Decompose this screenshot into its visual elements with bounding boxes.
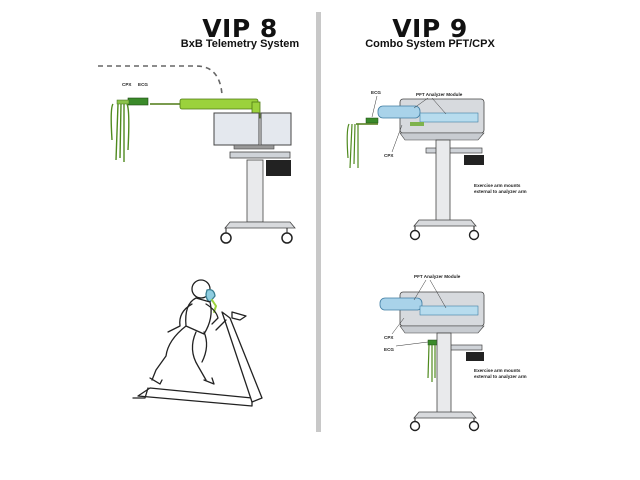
cart-base xyxy=(224,221,296,229)
runner-legs xyxy=(151,325,187,381)
treadmill-deck xyxy=(137,387,253,407)
label-pft-analyzer-module: PFT Analyzer Module xyxy=(414,274,461,279)
wheel xyxy=(220,232,232,244)
label-cpx: CPX xyxy=(384,153,394,158)
cart-base xyxy=(413,411,477,419)
wheel xyxy=(468,420,480,432)
wheel xyxy=(281,232,293,244)
monitor-left xyxy=(213,112,260,146)
label-cpx: CPX xyxy=(384,335,394,340)
keyboard-shelf xyxy=(229,151,291,159)
telemetry-dashed-cable xyxy=(98,65,223,96)
treadmill-upright xyxy=(221,311,263,403)
vip8-subtitle: BxB Telemetry System xyxy=(180,38,300,50)
center-divider xyxy=(316,12,321,432)
breathing-mask xyxy=(205,288,216,303)
vip9-cart-top xyxy=(346,95,485,241)
runner-torso xyxy=(185,297,212,335)
label-pft-analyzer-module: PFT Analyzer Module xyxy=(416,92,463,97)
note-exercise-arm: Exercise arm mounts external to analyzer… xyxy=(474,368,527,379)
cart-column xyxy=(246,159,264,223)
ecg-module xyxy=(127,97,149,106)
ecg-module xyxy=(427,339,439,346)
cart-column xyxy=(435,139,451,223)
vip8-cart xyxy=(98,65,296,244)
runner-on-treadmill xyxy=(132,279,263,407)
monitor-right xyxy=(260,112,292,146)
cart-base xyxy=(413,219,477,227)
vip9-subtitle: Combo System PFT/CPX xyxy=(365,38,495,50)
label-ecg: ECG xyxy=(371,90,381,95)
ecg-leads xyxy=(346,123,359,169)
label-ecg: ECG xyxy=(384,347,394,352)
treadmill-handrail xyxy=(231,311,247,321)
note-exercise-arm: Exercise arm mounts external to analyzer… xyxy=(474,183,527,194)
label-ecg: ECG xyxy=(138,82,148,87)
label-cpx: CPX xyxy=(122,82,132,87)
ecg-module xyxy=(365,117,379,124)
telemetry-arm xyxy=(179,98,259,110)
wheel xyxy=(409,229,421,241)
vip8-title: VIP 8 xyxy=(202,14,278,43)
wheel xyxy=(468,229,480,241)
ecg-leads xyxy=(427,344,436,382)
vip9-title: VIP 9 xyxy=(392,14,468,43)
vip9-cart-bottom xyxy=(379,279,485,432)
cart-column xyxy=(436,332,452,416)
wheel xyxy=(409,420,421,432)
ecg-leads xyxy=(110,103,130,162)
